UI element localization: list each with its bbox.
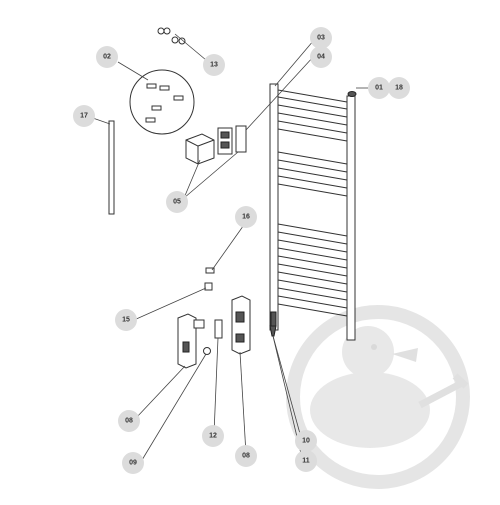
callout-18: 18 [388,77,410,99]
duck-body [310,372,430,448]
callout-08-right: 08 [235,445,257,467]
svg-text:08: 08 [125,418,133,425]
watermark-logo [286,305,470,489]
part-03-towel-radiator [269,83,356,341]
svg-text:04: 04 [317,54,325,61]
svg-text:09: 09 [129,460,137,467]
part-05-brackets [185,125,247,165]
callout-11: 11 [295,450,317,472]
callout-09: 09 [122,452,144,474]
svg-text:05: 05 [173,199,181,206]
callout-17: 17 [73,105,95,127]
part-17-side-bar [108,120,115,215]
svg-text:03: 03 [317,35,325,42]
wrench-icon [418,373,469,409]
part-13-clips [157,27,186,45]
svg-text:17: 17 [80,113,88,120]
callout-13: 13 [203,54,225,76]
part-08-control-box-right [231,295,251,355]
svg-text:16: 16 [242,214,250,221]
svg-text:08: 08 [242,453,250,460]
svg-text:11: 11 [302,458,310,465]
part-12-bracket [214,319,223,339]
svg-text:02: 02 [103,54,111,61]
callout-02: 02 [96,46,118,68]
svg-text:15: 15 [122,317,130,324]
part-02-fixing-kit [129,69,195,135]
callout-01: 01 [368,77,390,99]
part-10-heating-element [269,325,277,337]
callout-16: 16 [235,206,257,228]
watermark-ring [286,305,470,489]
callout-05: 05 [166,191,188,213]
part-01-top-cap [347,91,357,97]
callout-08-left: 08 [118,410,140,432]
svg-text:12: 12 [209,433,217,440]
svg-text:01: 01 [375,85,383,92]
callout-15: 15 [115,309,137,331]
duck-eye [371,344,377,350]
part-15-connector [204,282,213,291]
duck-beak [392,348,418,362]
callout-04: 04 [310,46,332,68]
svg-text:10: 10 [302,438,310,445]
part-09-knob [203,347,211,355]
part-08-control-box-left [177,313,205,369]
callout-03: 03 [310,27,332,49]
svg-text:13: 13 [210,62,218,69]
svg-text:18: 18 [395,85,403,92]
part-16-clip [205,267,215,274]
callout-12: 12 [202,425,224,447]
callout-10: 10 [295,430,317,452]
